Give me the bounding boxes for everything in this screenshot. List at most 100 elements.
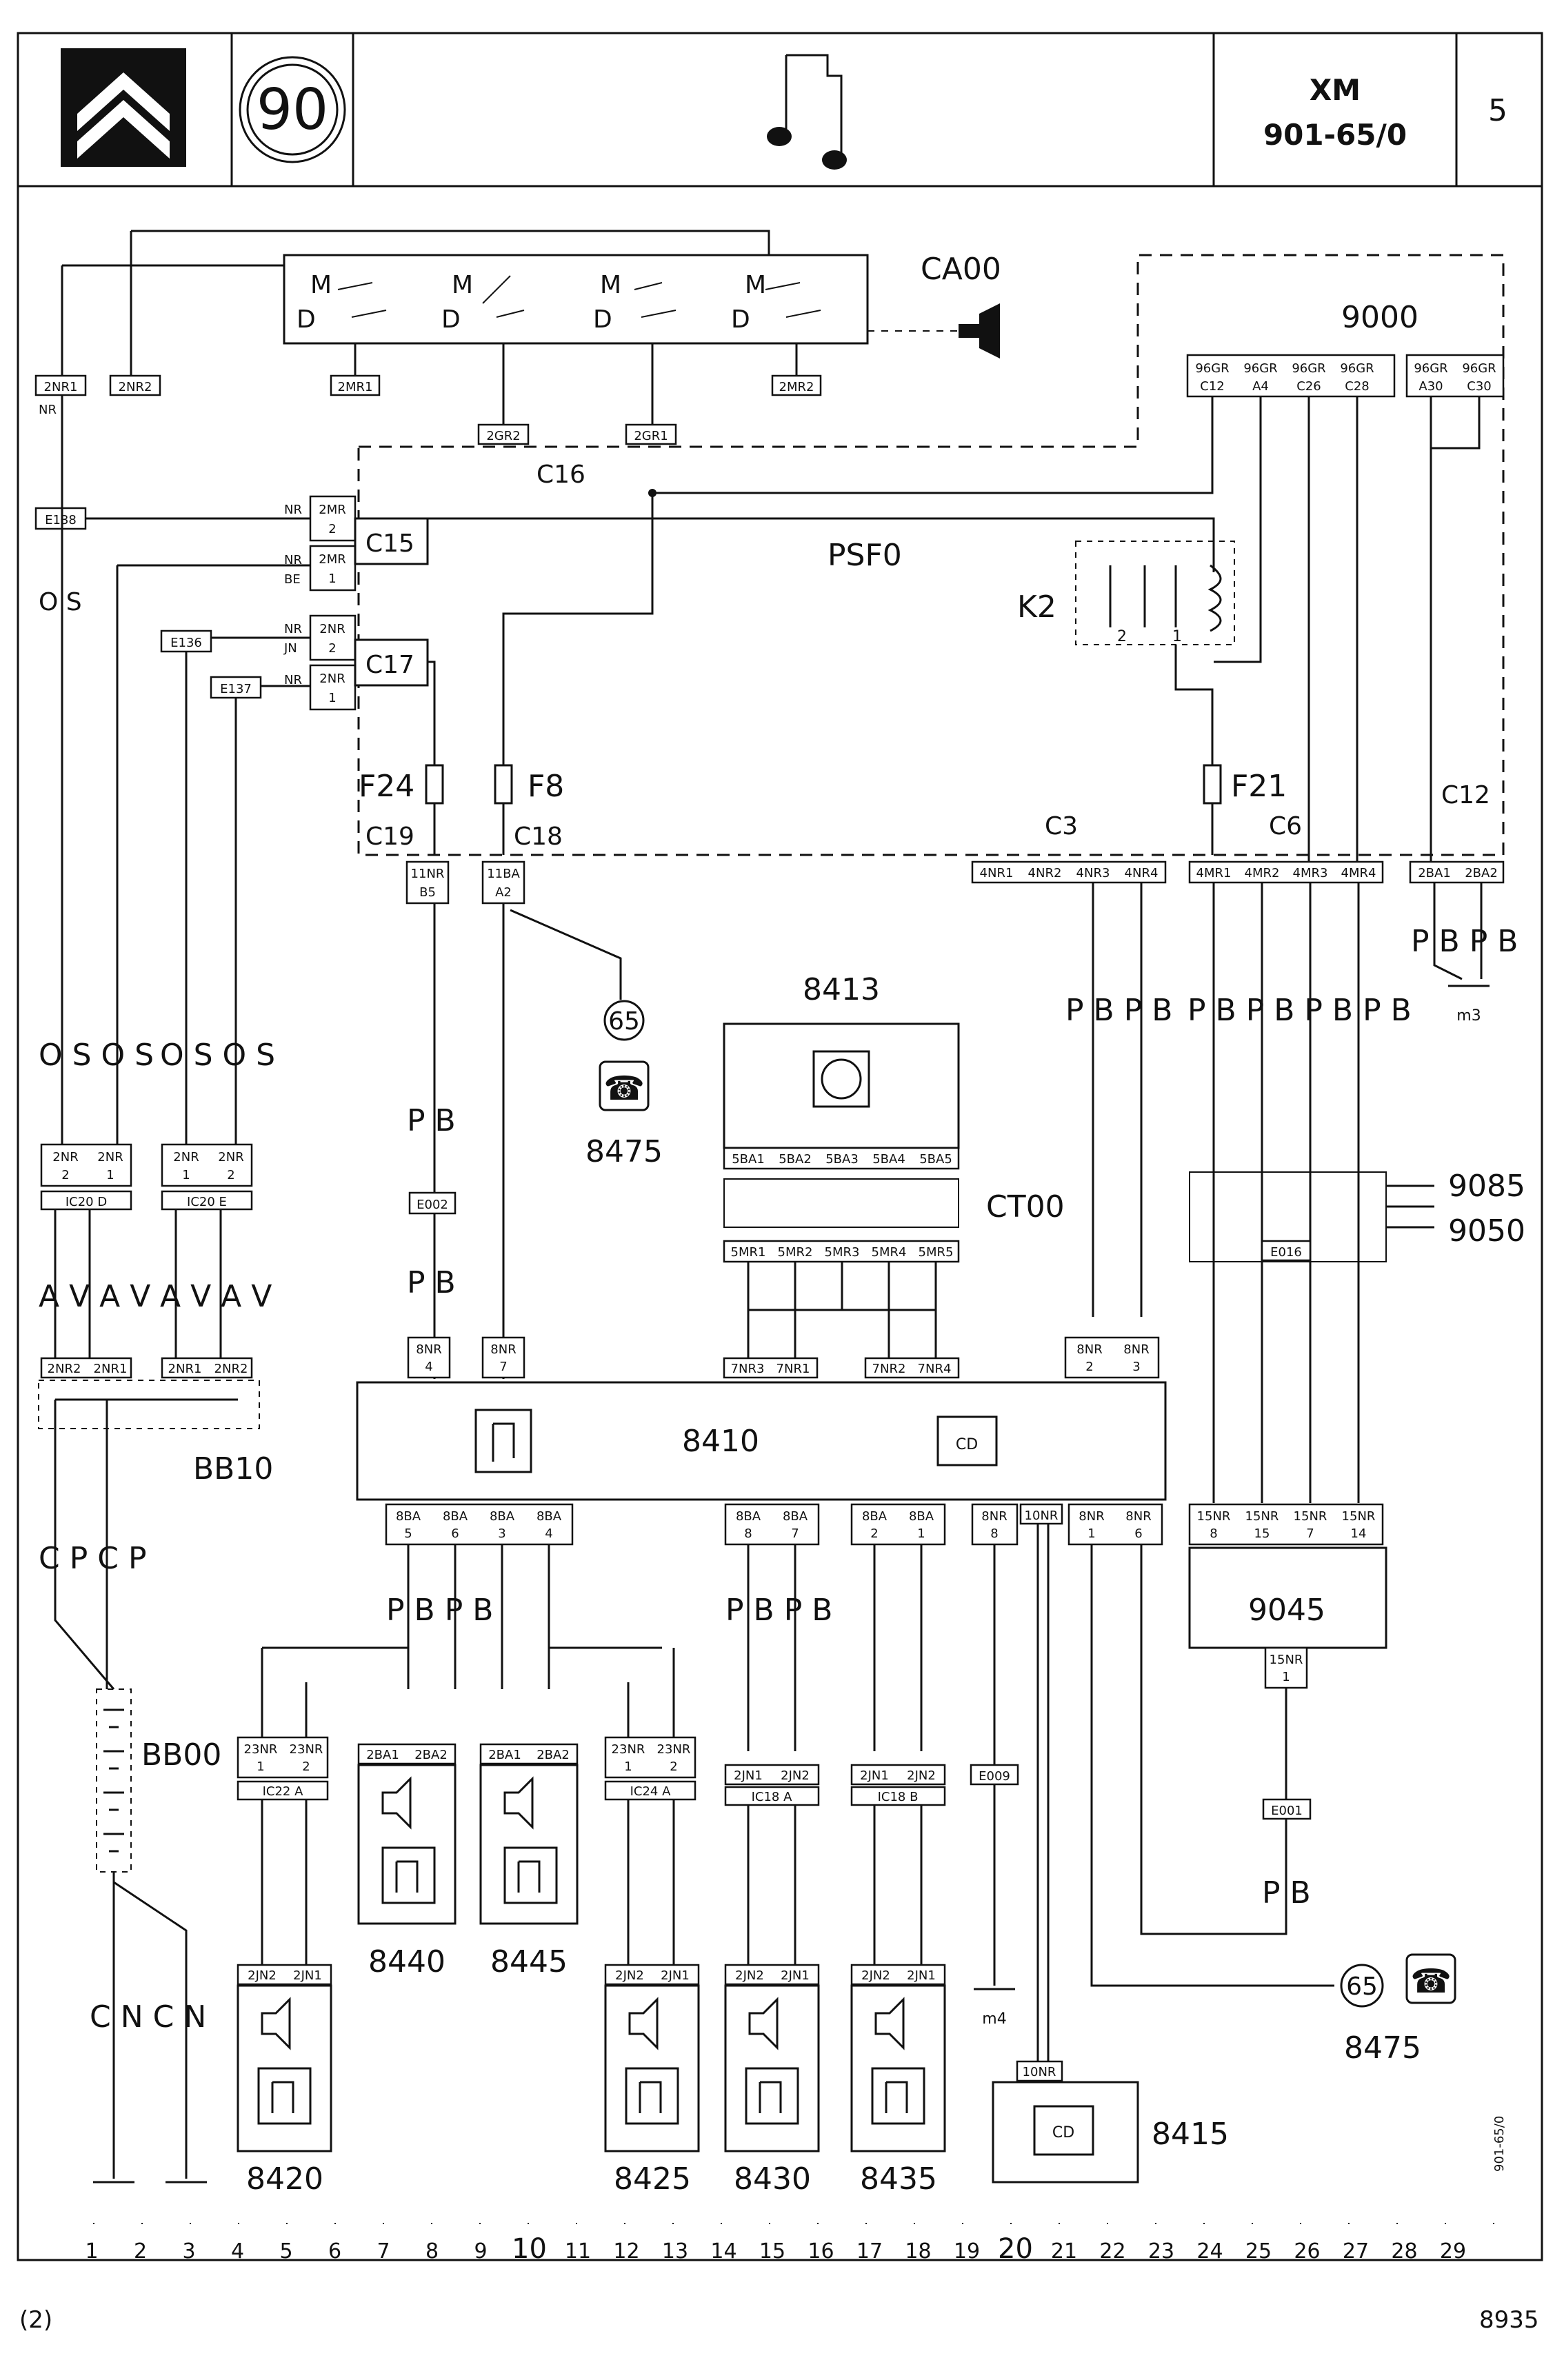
svg-text:2BA2: 2BA2 — [537, 1748, 570, 1762]
psf0-label: PSF0 — [828, 538, 902, 573]
svg-text:2MR: 2MR — [319, 503, 346, 517]
e009-tag: E009 — [979, 1769, 1010, 1784]
svg-text:2NR: 2NR — [319, 672, 345, 686]
axis-number: 3 — [182, 2239, 195, 2263]
c8475-a: 8475 — [585, 1134, 663, 1169]
cd-changer-8415: 10NR CD 8415 — [992, 2060, 1229, 2184]
axis-number: 11 — [565, 2239, 591, 2263]
svg-text:1: 1 — [917, 1526, 925, 1541]
axis-number: 29 — [1440, 2239, 1466, 2263]
svg-text:C30: C30 — [1467, 379, 1491, 394]
svg-text:8BA: 8BA — [443, 1509, 468, 1524]
svg-text:A30: A30 — [1418, 379, 1443, 394]
svg-text:5MR2: 5MR2 — [778, 1245, 813, 1260]
axis-number: 7 — [377, 2239, 390, 2263]
svg-text:4MR2: 4MR2 — [1245, 866, 1280, 880]
axis-number: 9 — [474, 2239, 487, 2263]
footer-right: 8935 — [1479, 2306, 1539, 2334]
c8435-label: 8435 — [860, 2161, 937, 2197]
svg-text:2: 2 — [1117, 628, 1127, 645]
ref-65-a: 65 — [608, 1007, 640, 1036]
wire-pbp-right: P B P B — [1065, 993, 1172, 1028]
svg-text:NR: NR — [284, 553, 302, 567]
svg-text:D: D — [593, 305, 612, 334]
c15-label: C15 — [365, 530, 414, 558]
svg-text:2: 2 — [328, 522, 336, 536]
bb10-label: BB10 — [193, 1451, 273, 1486]
svg-text:2JN1: 2JN1 — [661, 1968, 690, 1983]
c8475-b: 8475 — [1344, 2030, 1421, 2066]
svg-text:8BA: 8BA — [909, 1509, 934, 1524]
c8410-label: 8410 — [682, 1424, 759, 1459]
svg-text:23NR: 23NR — [244, 1742, 278, 1757]
axis-number: 6 — [328, 2239, 341, 2263]
ignition-switch-ca00: DM DM DM DM CA00 2MR1 2MR2 2GR2 2GR1 — [283, 252, 1001, 445]
svg-text:1: 1 — [257, 1759, 264, 1774]
svg-text:2NR: 2NR — [218, 1150, 243, 1164]
svg-text:3: 3 — [1132, 1360, 1140, 1374]
model-name: XM — [1310, 73, 1361, 107]
c17-label: C17 — [365, 651, 414, 679]
m4-label: m4 — [982, 2010, 1006, 2028]
svg-text:23NR: 23NR — [657, 1742, 691, 1757]
bb00-label: BB00 — [141, 1737, 221, 1773]
wire-os-right: O S O S — [160, 1038, 275, 1073]
svg-text:8NR: 8NR — [1125, 1509, 1151, 1524]
svg-text:BE: BE — [284, 572, 301, 587]
svg-text:1: 1 — [328, 691, 336, 705]
axis-number: 14 — [710, 2239, 736, 2263]
page-number: 5 — [1488, 93, 1507, 128]
svg-text:15NR: 15NR — [1270, 1653, 1303, 1667]
wire-ava-2: A V A V — [160, 1279, 272, 1314]
e016-tag: E016 — [1270, 1245, 1302, 1260]
axis-number: 28 — [1391, 2239, 1417, 2263]
svg-text:11BA: 11BA — [487, 867, 520, 881]
svg-text:8: 8 — [1210, 1526, 1217, 1541]
svg-text:NR: NR — [284, 622, 302, 636]
svg-text:2MR1: 2MR1 — [338, 380, 373, 394]
svg-text:4NR1: 4NR1 — [980, 866, 1014, 880]
svg-text:2NR: 2NR — [97, 1150, 123, 1164]
svg-text:1: 1 — [1172, 628, 1182, 645]
svg-text:8NR: 8NR — [490, 1342, 516, 1357]
svg-text:7NR1: 7NR1 — [776, 1362, 810, 1376]
axis-number: 24 — [1196, 2239, 1223, 2263]
svg-text:4NR3: 4NR3 — [1076, 866, 1110, 880]
wire-pb-1: P B — [407, 1103, 456, 1138]
svg-text:2JN2: 2JN2 — [248, 1968, 277, 1983]
svg-text:7NR2: 7NR2 — [872, 1362, 906, 1376]
svg-text:4MR3: 4MR3 — [1293, 866, 1328, 880]
svg-text:15NR: 15NR — [1197, 1509, 1231, 1524]
svg-text:11NR: 11NR — [411, 867, 445, 881]
svg-text:2: 2 — [328, 641, 336, 656]
svg-text:2NR: 2NR — [52, 1150, 78, 1164]
axis-number: 8 — [425, 2239, 439, 2263]
svg-text:4: 4 — [425, 1360, 432, 1374]
ref-65-b: 65 — [1346, 1973, 1378, 2001]
e137-tag: E137 — [220, 682, 252, 696]
ct00-label: CT00 — [986, 1189, 1065, 1224]
ic18a-tag: IC18 A — [752, 1790, 793, 1804]
svg-text:2NR1: 2NR1 — [44, 380, 78, 394]
svg-text:2JN2: 2JN2 — [861, 1968, 890, 1983]
svg-text:8BA: 8BA — [783, 1509, 808, 1524]
svg-text:96GR: 96GR — [1195, 361, 1229, 376]
c8413-label: 8413 — [803, 972, 880, 1007]
svg-text:NR: NR — [284, 673, 302, 687]
svg-text:2NR1: 2NR1 — [168, 1362, 202, 1376]
svg-text:2JN1: 2JN1 — [781, 1968, 810, 1983]
c8430-label: 8430 — [734, 2161, 811, 2197]
svg-text:2: 2 — [302, 1759, 310, 1774]
side-code: 901-65/0 — [1492, 2116, 1507, 2172]
svg-text:4MR1: 4MR1 — [1196, 866, 1232, 880]
svg-text:2JN2: 2JN2 — [735, 1968, 764, 1983]
svg-text:2NR: 2NR — [319, 622, 345, 636]
svg-text:1: 1 — [328, 572, 336, 586]
